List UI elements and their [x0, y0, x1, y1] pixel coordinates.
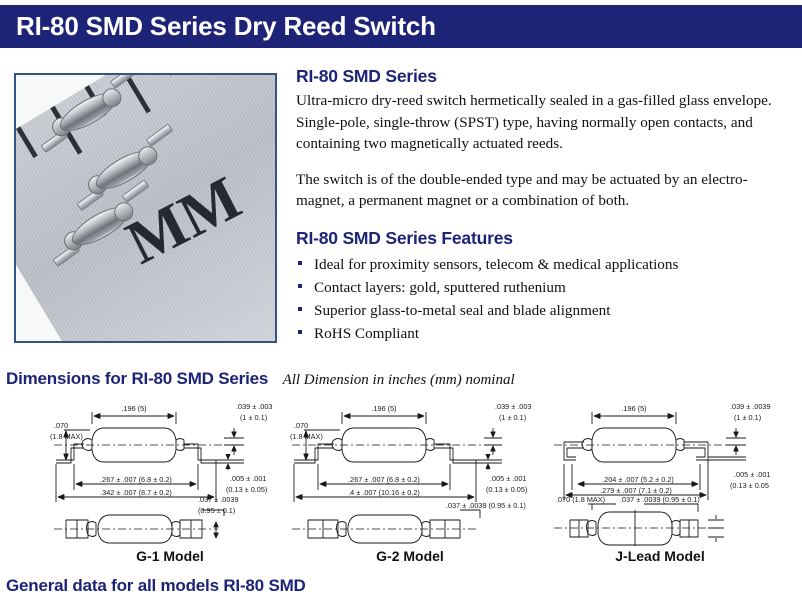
list-item: Superior glass-to-metal seal and blade a… — [296, 299, 796, 322]
j-lead-thick-mm: (0.13 ± 0.05 — [730, 481, 769, 490]
g1-glass-length: .196 (5) — [121, 404, 146, 413]
bullet-square-icon — [298, 330, 302, 335]
g2-width: .037 ± .0039 (0.95 ± 0.1) — [446, 501, 526, 510]
overview-heading: RI-80 SMD Series — [296, 66, 437, 86]
drawing-j-lead-model: .196 (5) .039 ± .0039 (1 ± 0.1) .204 ± .… — [548, 398, 798, 548]
j-width: .037 ± .0039 (0.95 ± 0.1) — [620, 495, 700, 504]
model-label-j-lead: J-Lead Model — [615, 548, 705, 564]
list-item: Ideal for proximity sensors, telecom & m… — [296, 253, 796, 276]
g2-glass-length: .196 (5) — [371, 404, 396, 413]
drawing-g2-model: .196 (5) .070 (1.8 MAX) .267 ± .007 (6.8… — [288, 398, 538, 548]
g1-width-mm: (0.95 ± 0.1) — [198, 506, 235, 515]
bullet-square-icon — [298, 307, 302, 312]
j-lead-thick: .005 ± .001 — [734, 470, 770, 479]
g1-height-top-mm: (1 ± 0.1) — [240, 413, 267, 422]
g1-outer-span: .342 ± .007 (8.7 ± 0.2) — [100, 488, 172, 497]
model-label-g1: G-1 Model — [136, 548, 204, 564]
g2-lead-thick-mm: (0.13 ± 0.05) — [486, 485, 527, 494]
dimensions-heading-row: Dimensions for RI-80 SMD Series All Dime… — [6, 369, 515, 389]
g1-inner-span: .267 ± .007 (6.8 ± 0.2) — [100, 475, 172, 484]
product-photo: MM 1 — [14, 73, 277, 343]
page-title: RI-80 SMD Series Dry Reed Switch — [16, 11, 436, 41]
g2-lead-height: .070 — [294, 421, 308, 430]
model-label-g2: G-2 Model — [376, 548, 444, 564]
list-item: Contact layers: gold, sputtered rutheniu… — [296, 276, 796, 299]
g1-lead-height: .070 — [54, 421, 68, 430]
product-photo-image: MM 1 — [16, 75, 275, 341]
list-item: RoHS Compliant — [296, 322, 796, 345]
dimensions-note: All Dimension in inches (mm) nominal — [282, 372, 515, 388]
page-header-bar: RI-80 SMD Series Dry Reed Switch — [0, 5, 802, 48]
g2-lead-height-max: (1.8 MAX) — [290, 432, 323, 441]
general-data-heading: General data for all models RI-80 SMD — [6, 576, 306, 595]
j-glass-length: .196 (5) — [621, 404, 646, 413]
features-list: Ideal for proximity sensors, telecom & m… — [296, 253, 796, 345]
g2-height-top-mm: (1 ± 0.1) — [499, 413, 526, 422]
bullet-square-icon — [298, 260, 302, 265]
j-lead-height: .070 (1.8 MAX) — [556, 495, 605, 504]
g2-outer-span: .4 ± .007 (10.16 ± 0.2) — [348, 488, 420, 497]
dimension-drawings: .196 (5) .070 (1.8 MAX) .267 ± .007 (6.8… — [0, 398, 802, 548]
j-outer-span: .279 ± .007 (7.1 ± 0.2) — [600, 486, 672, 495]
g1-lead-height-max: (1.8 MAX) — [50, 432, 83, 441]
product-description-column: RI-80 SMD Series Ultra-micro dry-reed sw… — [296, 66, 796, 345]
features-heading: RI-80 SMD Series Features — [296, 227, 513, 248]
feature-text: Superior glass-to-metal seal and blade a… — [314, 302, 611, 320]
g1-width: .037 ± .0039 — [198, 495, 239, 504]
g2-height-top: .039 ± .003 — [495, 402, 531, 411]
bullet-square-icon — [298, 283, 302, 288]
g1-lead-thick: .005 ± .001 — [230, 474, 266, 483]
overview-paragraph-2: The switch is of the double-ended type a… — [296, 170, 748, 210]
j-inner-span: .204 ± .007 (5.2 ± 0.2) — [602, 475, 674, 484]
g1-height-top: .039 ± .003 — [236, 402, 272, 411]
g2-inner-span: .267 ± .007 (6.8 ± 0.2) — [348, 475, 420, 484]
dimensions-heading: Dimensions for RI-80 SMD Series — [6, 369, 269, 388]
drawing-g1-model: .196 (5) .070 (1.8 MAX) .267 ± .007 (6.8… — [48, 398, 298, 548]
g2-lead-thick: .005 ± .001 — [490, 474, 526, 483]
feature-text: Contact layers: gold, sputtered rutheniu… — [314, 278, 566, 296]
g1-lead-thick-mm: (0.13 ± 0.05) — [226, 485, 267, 494]
overview-paragraph-1: Ultra-micro dry-reed switch hermetically… — [296, 92, 772, 153]
feature-text: RoHS Compliant — [314, 325, 420, 343]
model-label-row: G-1 Model G-2 Model J-Lead Model — [0, 548, 802, 570]
feature-text: Ideal for proximity sensors, telecom & m… — [314, 255, 679, 273]
j-height-top-mm: (1 ± 0.1) — [734, 413, 761, 422]
j-height-top: .039 ± .0039 — [730, 402, 771, 411]
